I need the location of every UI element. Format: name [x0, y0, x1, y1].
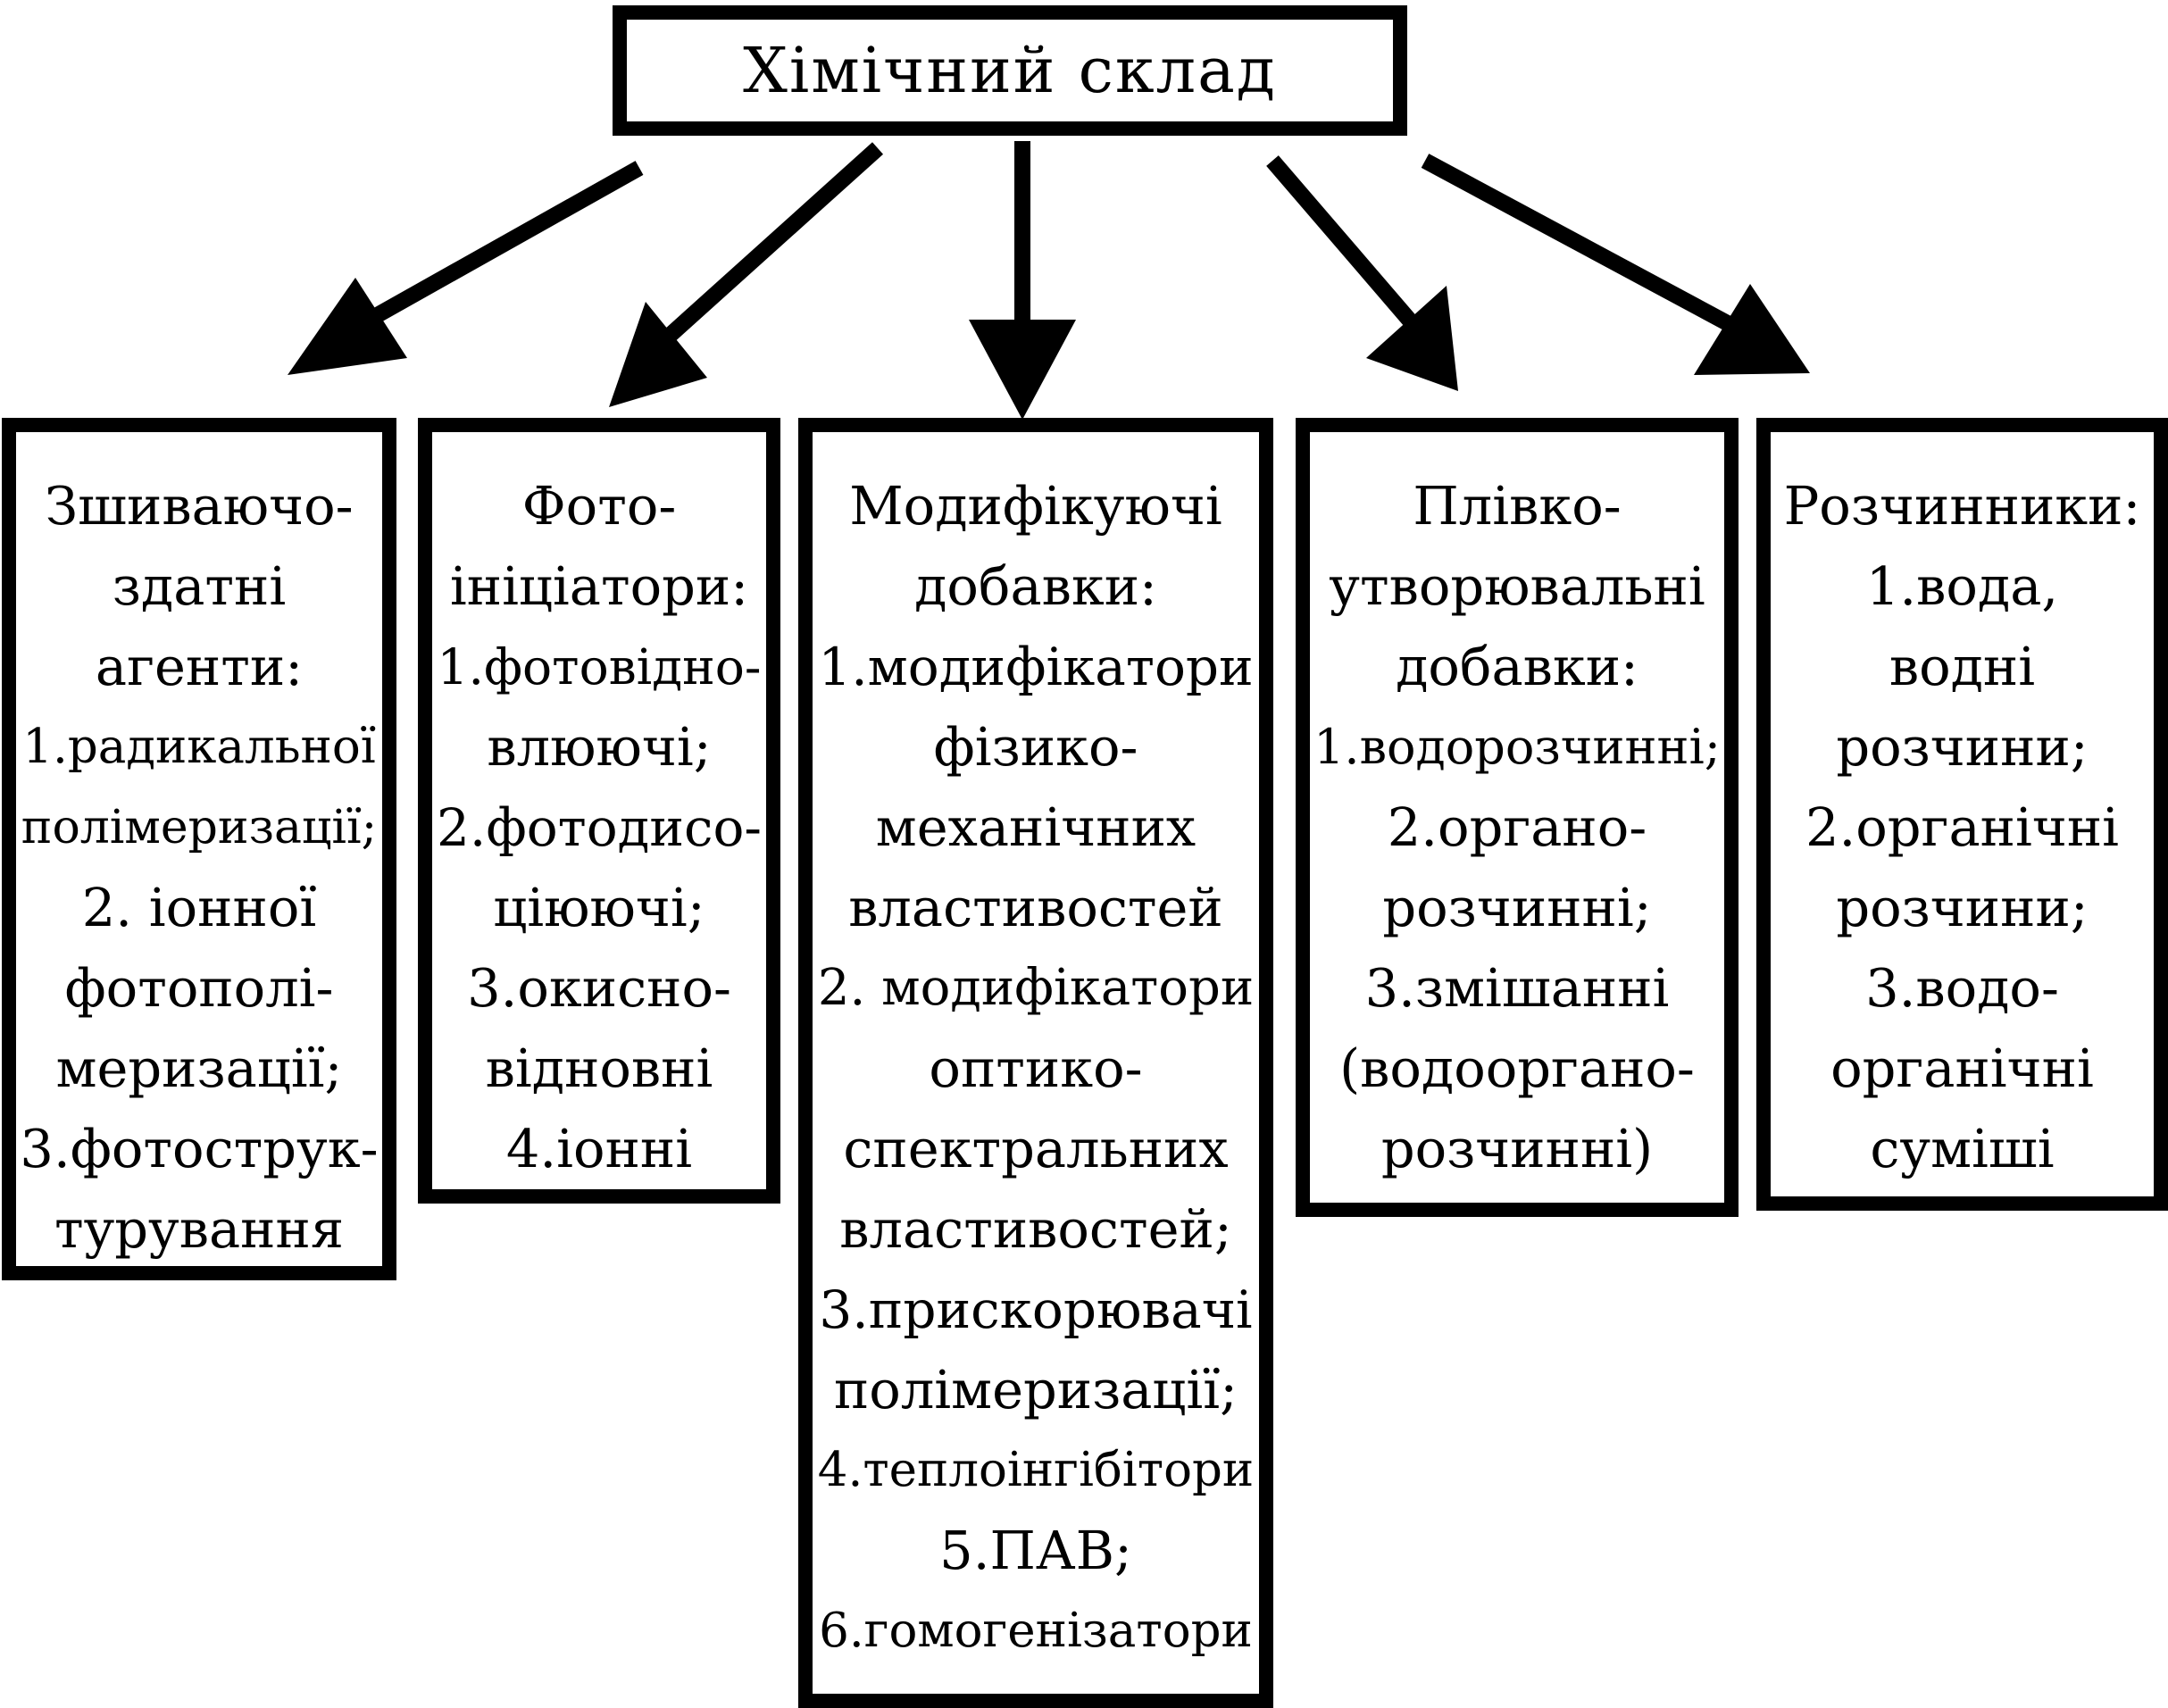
category-line: 3.водо- — [1865, 957, 2059, 1019]
category-line: здатні — [112, 555, 287, 617]
category-line: ініціатори: — [449, 555, 749, 617]
category-line: фізико- — [933, 716, 1138, 778]
arrowhead-film-forming — [1366, 286, 1458, 391]
category-line: 3.фотострук- — [20, 1118, 379, 1179]
category-line: розчини; — [1836, 716, 2089, 778]
category-line: властивостей; — [839, 1198, 1232, 1260]
category-line: відновні — [485, 1037, 713, 1099]
category-photoinitiators: Фото- ініціатори: 1.фотовідно- влюючі; 2… — [418, 418, 780, 1204]
arrow-to-photoinitiators — [639, 142, 884, 363]
category-line: 1.радикальної — [22, 720, 376, 774]
category-line: 1.вода, — [1865, 555, 2059, 617]
category-line: 3.прискорювачі — [819, 1279, 1253, 1340]
category-line: органічні — [1830, 1037, 2094, 1099]
category-line: 1.водорозчинні; — [1313, 719, 1721, 775]
category-line: розчини; — [1836, 877, 2089, 938]
category-line: розчинні) — [1380, 1118, 1654, 1179]
category-line: 4.теплоінгібітори — [817, 1443, 1255, 1497]
category-line: Плівко- — [1413, 475, 1622, 537]
arrow-to-solvents — [1421, 154, 1752, 341]
category-line: суміші — [1870, 1118, 2055, 1179]
category-line: полімеризації; — [833, 1359, 1238, 1421]
category-line: 2. модифікатори — [817, 959, 1255, 1017]
category-film-forming-additives: Плівко- утворювальні добавки: 1.водорозч… — [1296, 418, 1739, 1217]
category-line: Зшиваючо- — [45, 475, 354, 537]
category-line: водні — [1889, 636, 2036, 697]
category-line: 1.фотовідно- — [437, 638, 762, 696]
category-line: розчинні; — [1382, 877, 1652, 938]
category-line: добавки: — [1396, 636, 1639, 697]
category-line: меризації; — [55, 1037, 343, 1099]
category-modifying-additives: Модифікуючі добавки: 1.модифікатори фізи… — [798, 418, 1273, 1708]
category-line: 2.фотодисо- — [436, 797, 763, 858]
category-line: 2.органічні — [1805, 796, 2120, 858]
category-line: 4.іонні — [505, 1118, 693, 1179]
category-line: 5.ПАВ; — [939, 1520, 1132, 1581]
category-line: Розчинники: — [1783, 475, 2141, 537]
arrowhead-photoinitiators — [609, 302, 707, 407]
arrow-to-film-forming — [1266, 155, 1426, 337]
category-line: влюючі; — [487, 716, 712, 778]
category-line: фотополі- — [64, 957, 334, 1019]
category-line: механічних — [875, 796, 1197, 858]
root-title: Хімічний склад — [743, 34, 1277, 107]
category-crosslinking-agents: Зшиваючо- здатні агенти: 1.радикальної п… — [2, 418, 396, 1280]
root-node: Хімічний склад — [613, 5, 1407, 136]
category-line: оптико- — [929, 1037, 1143, 1099]
category-line: 3.змішанні — [1364, 957, 1670, 1019]
category-line: агенти: — [95, 636, 304, 697]
arrowhead-crosslinking — [288, 278, 407, 375]
category-line: Фото- — [521, 475, 677, 537]
category-line: 2.органо- — [1387, 796, 1647, 858]
category-line: ціюючі; — [493, 877, 705, 938]
arrowhead-modifiers — [969, 320, 1076, 420]
category-line: добавки: — [914, 555, 1157, 617]
category-line: властивостей — [848, 877, 1223, 938]
category-solvents: Розчинники: 1.вода, водні розчини; 2.орг… — [1756, 418, 2168, 1211]
category-line: 6.гомогенізатори — [819, 1604, 1253, 1658]
arrow-to-crosslinking — [333, 161, 644, 345]
category-line: (водооргано- — [1339, 1037, 1695, 1099]
category-line: утворювальні — [1329, 555, 1705, 617]
category-line: полімеризації; — [21, 801, 378, 854]
arrowhead-solvents — [1694, 284, 1810, 375]
category-line: турування — [54, 1198, 345, 1260]
category-line: 1.модифікатори — [818, 637, 1254, 697]
category-line: спектральних — [843, 1118, 1229, 1179]
category-line: 2. іонної — [81, 877, 317, 938]
category-line: Модифікуючі — [849, 475, 1222, 537]
category-line: 3.окисно- — [467, 957, 731, 1019]
